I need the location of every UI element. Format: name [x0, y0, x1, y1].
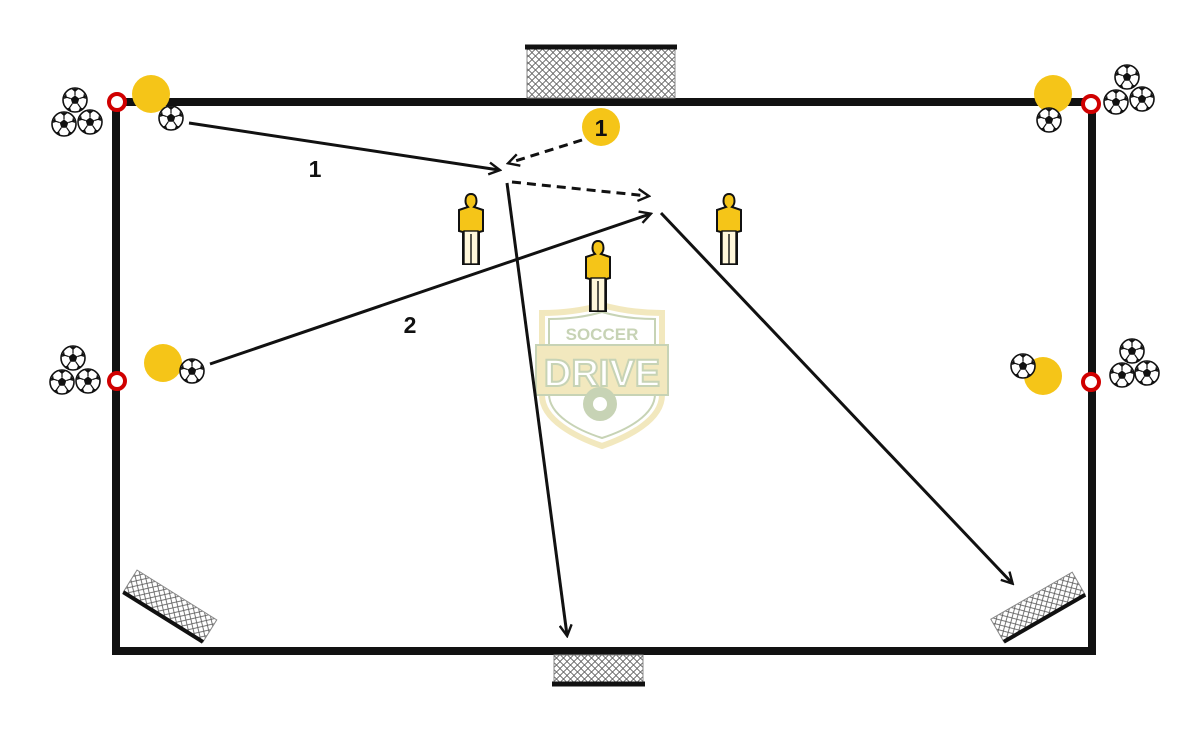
soccer-ball-icon [52, 112, 76, 136]
soccer-ball-icon [1011, 354, 1035, 378]
shot-right-goal-line [661, 213, 1012, 583]
top-goal [525, 47, 677, 98]
pass-2-label: 2 [404, 312, 417, 338]
cone-icon [109, 373, 125, 389]
soccer-ball-icon [78, 110, 102, 134]
soccer-ball-icon [1037, 108, 1061, 132]
pass-1-line [189, 123, 499, 170]
soccer-ball-icon [1120, 339, 1144, 363]
mannequin-icon [586, 241, 610, 311]
ball-supply-mid-right [1110, 339, 1159, 387]
soccer-ball-icon [1135, 361, 1159, 385]
soccer-ball-icon [1115, 65, 1139, 89]
logo-top-text: SOCCER [566, 325, 639, 344]
player-mid-left [144, 344, 182, 382]
soccer-ball-icon [180, 359, 204, 383]
ball-supply-top-right [1104, 65, 1154, 114]
logo-main-text: DRIVE [544, 353, 660, 395]
soccer-drive-logo: SOCCER DRIVE [536, 305, 668, 446]
soccer-ball-icon [1130, 87, 1154, 111]
mannequin-icon [717, 194, 741, 264]
soccer-ball-icon [61, 346, 85, 370]
lay-off-dashed-line [512, 182, 648, 196]
pass-1-label: 1 [309, 156, 322, 182]
ball-supply-mid-left [50, 346, 100, 394]
run-1-dashed-line [509, 140, 582, 163]
ball-supply-top-left [52, 88, 102, 136]
soccer-ball-icon [1104, 90, 1128, 114]
player-top-right [1034, 75, 1072, 113]
soccer-ball-icon [76, 369, 100, 393]
player-active-label: 1 [595, 115, 608, 141]
player-active-1: 1 [582, 108, 620, 146]
soccer-ball-icon [63, 88, 87, 112]
bottom-left-goal [123, 570, 216, 642]
soccer-ball-icon [159, 106, 183, 130]
soccer-ball-icon [50, 370, 74, 394]
bottom-goal [552, 655, 645, 684]
cone-icon [109, 94, 125, 110]
mannequin-icon [459, 194, 483, 264]
soccer-ball-icon [1110, 363, 1134, 387]
bottom-right-goal [991, 572, 1085, 642]
cone-icon [1083, 374, 1099, 390]
cone-icon [1083, 96, 1099, 112]
